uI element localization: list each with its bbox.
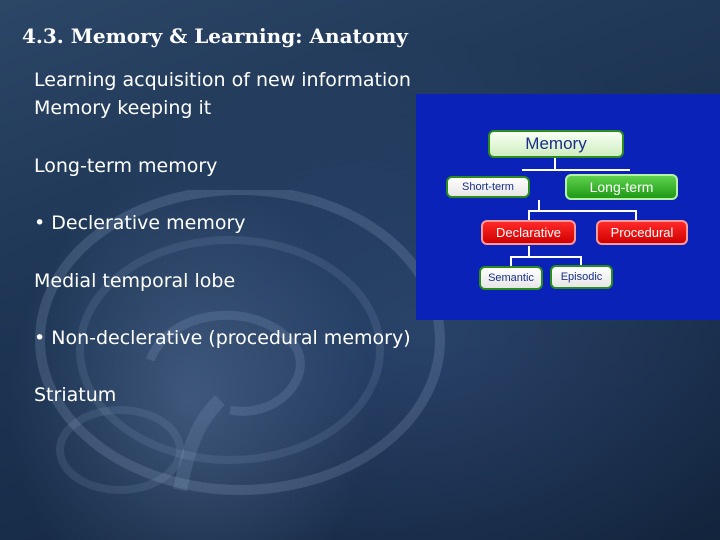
connector-line bbox=[538, 200, 540, 212]
connector-line bbox=[522, 169, 630, 171]
striatum-text: Striatum bbox=[34, 384, 117, 406]
declerative-memory-bullet: • Declerative memory bbox=[34, 212, 246, 234]
procedural-node: Procedural bbox=[596, 220, 688, 245]
connector-line bbox=[554, 156, 556, 170]
medial-temporal-lobe-text: Medial temporal lobe bbox=[34, 270, 236, 292]
learning-definition: Learning acquisition of new information bbox=[34, 69, 411, 91]
declarative-node: Declarative bbox=[481, 220, 576, 245]
brain-scan-watermark bbox=[35, 190, 445, 495]
connector-line bbox=[635, 210, 637, 222]
memory-definition: Memory keeping it bbox=[34, 97, 212, 119]
slide-title: 4.3. Memory & Learning: Anatomy bbox=[22, 24, 408, 48]
connector-line bbox=[528, 210, 636, 212]
short-term-node: Short-term bbox=[446, 176, 530, 198]
connector-line bbox=[528, 246, 530, 258]
connector-line bbox=[510, 256, 512, 266]
connector-line bbox=[510, 256, 582, 258]
non-declerative-memory-bullet: • Non-declerative (procedural memory) bbox=[34, 327, 411, 349]
memory-node: Memory bbox=[488, 130, 624, 158]
memory-hierarchy-diagram: Memory Short-term Long-term Declarative … bbox=[416, 94, 720, 320]
long-term-node: Long-term bbox=[565, 174, 678, 200]
connector-line bbox=[528, 210, 530, 222]
connector-line bbox=[580, 256, 582, 266]
long-term-memory-heading: Long-term memory bbox=[34, 155, 218, 177]
semantic-node: Semantic bbox=[479, 266, 543, 290]
episodic-node: Episodic bbox=[550, 265, 613, 289]
